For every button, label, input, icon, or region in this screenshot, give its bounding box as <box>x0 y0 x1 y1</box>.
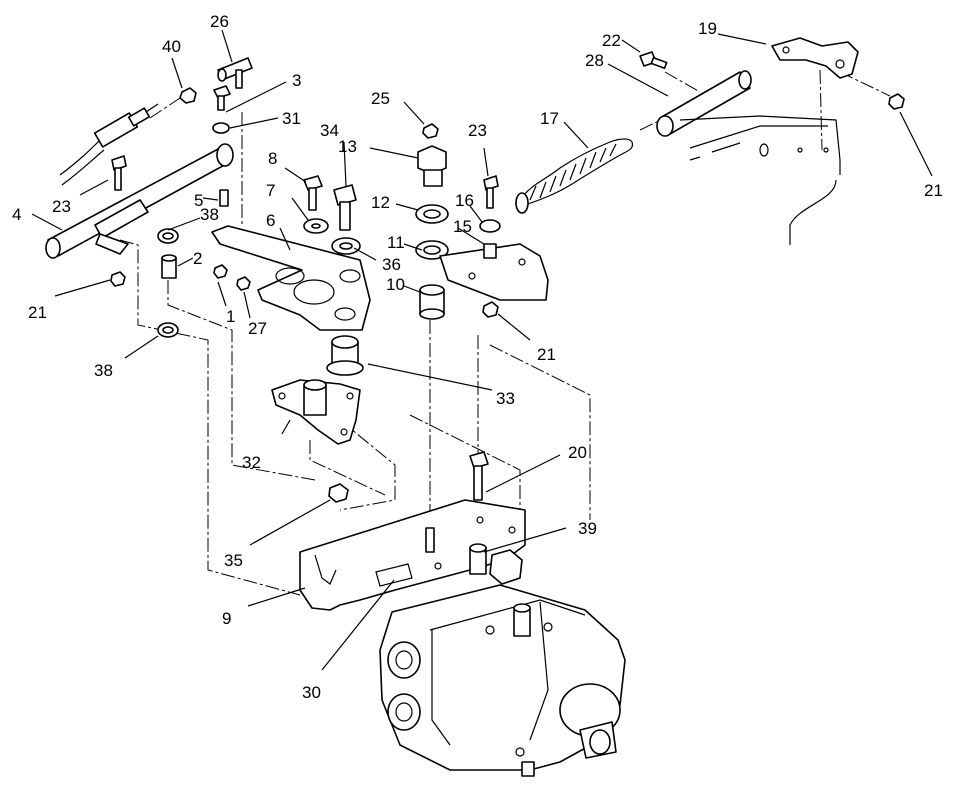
callout-35: 35 <box>224 551 243 570</box>
callout-7: 7 <box>266 181 275 200</box>
fitting-13 <box>417 145 447 187</box>
spacer-15 <box>483 243 497 259</box>
washer-36 <box>331 237 361 255</box>
bolt-34 <box>333 184 357 231</box>
callout-8: 8 <box>268 149 277 168</box>
callout-36: 36 <box>382 255 401 274</box>
nut-21-left <box>110 271 126 287</box>
callout-10: 10 <box>386 275 405 294</box>
callout-39: 39 <box>578 519 597 538</box>
washer-16 <box>479 219 501 233</box>
cable-end-fitting <box>217 57 253 89</box>
plate-32 <box>271 379 361 445</box>
callout-26: 26 <box>210 12 229 31</box>
callout-16: 16 <box>455 191 474 210</box>
callout-2: 2 <box>193 249 202 268</box>
callout-4: 4 <box>12 205 21 224</box>
callout-21-center: 21 <box>537 345 556 364</box>
bolt-3 <box>213 85 231 111</box>
bolt-23-left <box>111 155 127 191</box>
nut-27 <box>236 276 251 291</box>
leader-lines <box>31 29 933 671</box>
bolt-23-right <box>483 175 499 209</box>
callout-38-lower: 38 <box>94 361 113 380</box>
callout-19: 19 <box>698 19 717 38</box>
lever-arm <box>439 243 549 301</box>
bushing-33 <box>326 335 364 376</box>
spring-17 <box>515 138 634 214</box>
callout-labels: 40 26 3 31 34 8 7 5 38 6 4 23 2 1 27 21 … <box>12 12 943 702</box>
washer-7 <box>303 218 329 234</box>
control-cable <box>59 103 159 186</box>
callout-28: 28 <box>585 51 604 70</box>
callout-5: 5 <box>194 191 203 210</box>
callout-25: 25 <box>371 89 390 108</box>
callout-9: 9 <box>222 609 231 628</box>
washer-38-upper <box>157 228 179 244</box>
callout-17: 17 <box>540 109 559 128</box>
control-plate-6 <box>211 225 371 331</box>
callout-33: 33 <box>496 389 515 408</box>
spacer-39 <box>469 543 487 575</box>
spacer-2 <box>161 254 177 279</box>
callout-21-right: 21 <box>924 181 943 200</box>
pump-bracket-9 <box>299 499 526 611</box>
washer-38-lower <box>157 322 179 338</box>
callout-11: 11 <box>387 233 405 252</box>
frame <box>679 115 841 245</box>
callout-38-upper: 38 <box>200 205 219 224</box>
callout-20: 20 <box>568 443 587 462</box>
callout-31: 31 <box>282 109 301 128</box>
stud-center <box>425 527 435 553</box>
tube-28 <box>656 70 752 137</box>
callout-27: 27 <box>248 319 267 338</box>
callout-1: 1 <box>226 307 235 326</box>
callout-12: 12 <box>371 193 390 212</box>
bushing-10 <box>419 284 445 320</box>
nut-35 <box>328 483 349 503</box>
callout-34: 34 <box>320 121 339 140</box>
nut-21-center <box>482 301 499 318</box>
bolt-20 <box>469 451 489 501</box>
callout-3: 3 <box>292 71 301 90</box>
bushing-11 <box>415 240 449 260</box>
bolt-22 <box>639 51 668 70</box>
callout-30: 30 <box>302 683 321 702</box>
callout-6: 6 <box>266 211 275 230</box>
bracket-19 <box>771 37 859 79</box>
washer-31 <box>212 122 230 134</box>
callout-21-left: 21 <box>28 303 47 322</box>
callout-23-left: 23 <box>52 197 71 216</box>
callout-40: 40 <box>162 37 181 56</box>
nut-1 <box>213 264 228 279</box>
callout-32: 32 <box>242 453 261 472</box>
callout-22: 22 <box>602 31 621 50</box>
callout-13: 13 <box>338 137 357 156</box>
seal-12 <box>415 204 449 224</box>
nut-21-right <box>888 93 905 110</box>
hydraulic-pump <box>379 549 626 777</box>
pivot-shaft-4 <box>45 143 234 259</box>
bolt-8 <box>303 175 323 211</box>
pin-5 <box>219 189 229 207</box>
nut-40 <box>179 87 197 104</box>
callout-15: 15 <box>453 217 472 236</box>
callout-23-right: 23 <box>468 121 487 140</box>
nut-25 <box>422 123 439 139</box>
